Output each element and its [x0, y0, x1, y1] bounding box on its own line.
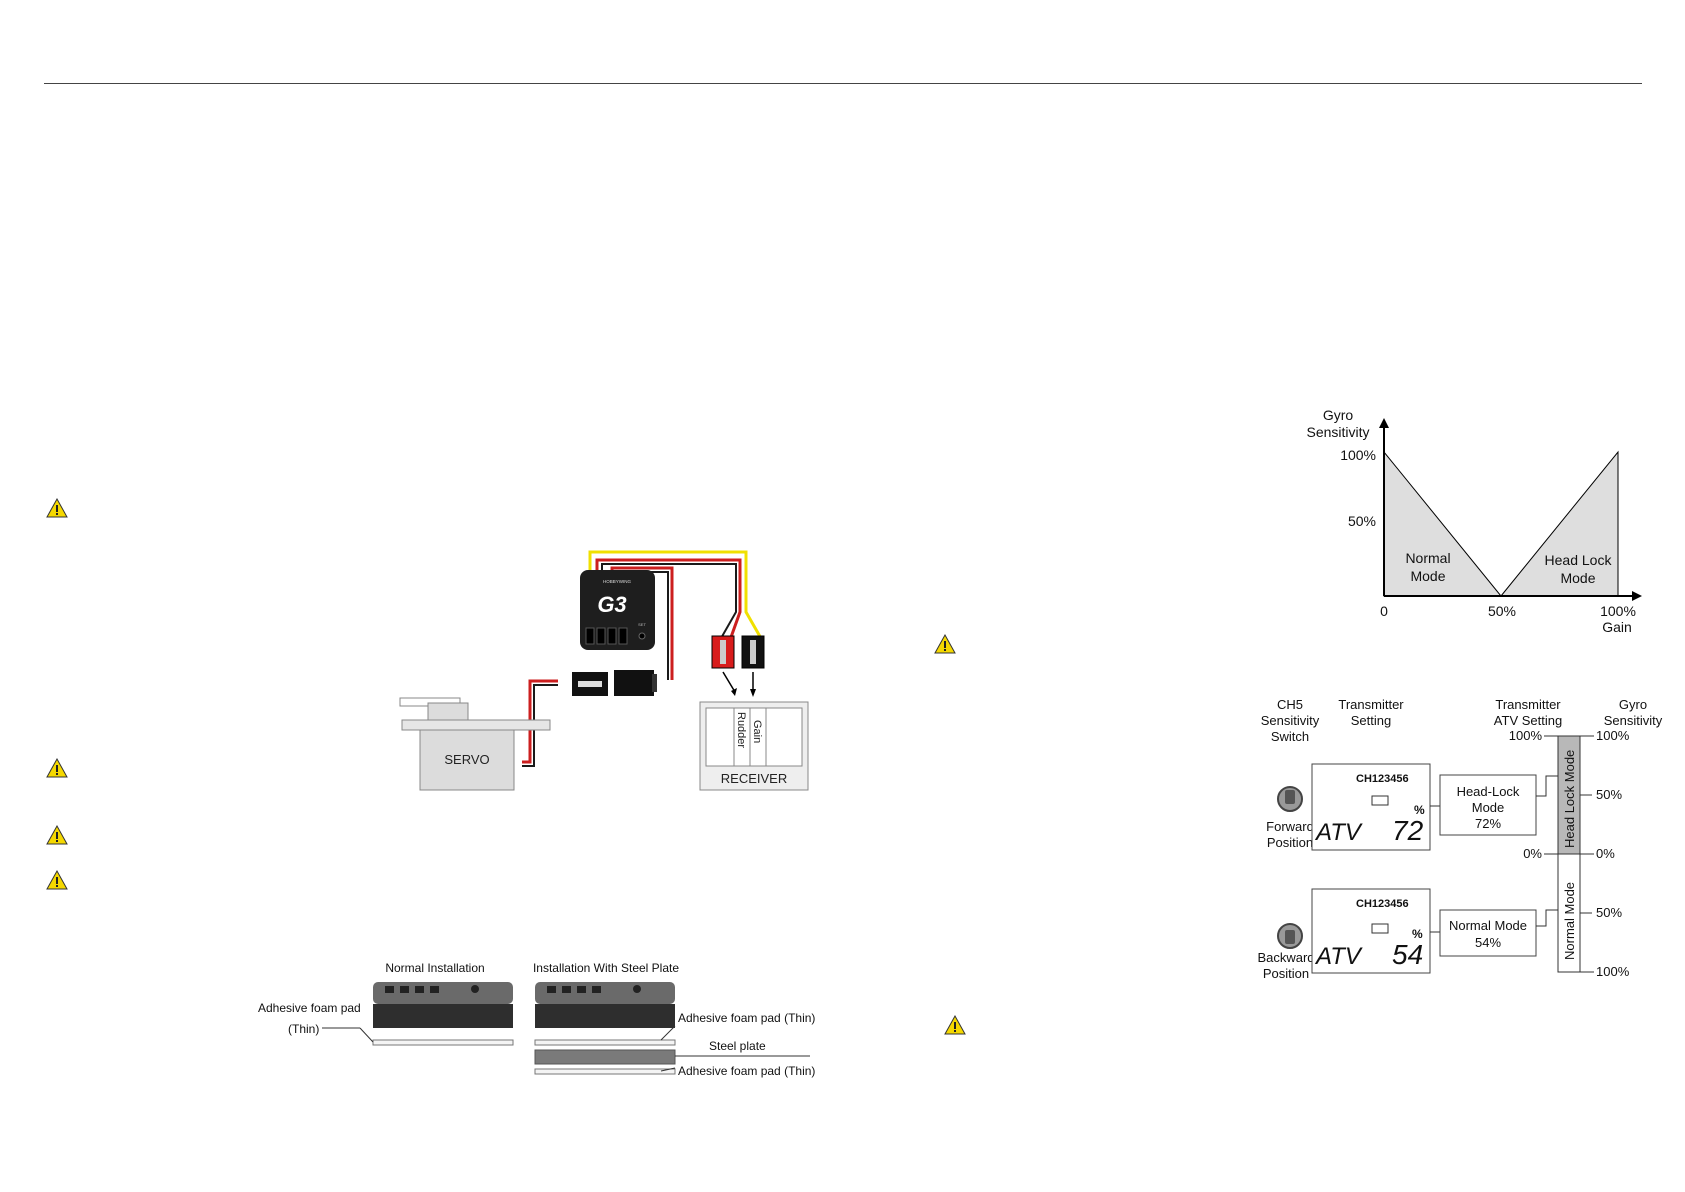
- header-gyro: Gyro: [1619, 697, 1647, 712]
- steel-installation-title: Installation With Steel Plate: [533, 961, 679, 975]
- normal-box-line2: 54%: [1475, 935, 1501, 950]
- warning-icon: [46, 758, 68, 778]
- arrow-icon: [722, 671, 736, 693]
- lcd-display-forward: CH123456 ATV % 72: [1311, 763, 1431, 851]
- pad-right-bottom-label: Adhesive foam pad (Thin): [678, 1064, 815, 1078]
- lcd-display-backward: CH123456 ATV % 54: [1311, 888, 1431, 974]
- gyro-normal-install: [373, 982, 513, 1028]
- warning-icon: [46, 870, 68, 890]
- foam-pad-bottom: [534, 1068, 676, 1075]
- y-axis-label-2: Sensitivity: [1306, 424, 1369, 440]
- installation-diagram: Normal Installation Installation With St…: [258, 961, 815, 1078]
- headlock-box-line2: Mode: [1472, 800, 1505, 815]
- atv-switch-diagram: CH5 Sensitivity Switch Transmitter Setti…: [1257, 697, 1663, 981]
- normal-mode-label-1: Normal: [1405, 550, 1450, 566]
- steel-plate: [534, 1049, 676, 1065]
- headlock-mode-label-2: Mode: [1560, 570, 1595, 586]
- forward-label-2: Position: [1267, 835, 1313, 850]
- scale-left-0: 0%: [1523, 846, 1542, 861]
- header-divider: [44, 83, 1642, 84]
- warning-icon: [46, 498, 68, 518]
- servo-plug-stripe: [578, 681, 602, 687]
- receiver-label: RECEIVER: [721, 771, 787, 786]
- lcd-channels: CH123456: [1356, 898, 1409, 910]
- header-switch: Switch: [1271, 729, 1309, 744]
- scale-right-50-bottom: 50%: [1596, 905, 1622, 920]
- set-label: SET: [638, 622, 646, 627]
- x-tick-50: 50%: [1488, 603, 1516, 619]
- lcd-value-bottom: 54: [1392, 939, 1423, 970]
- yellow-signal-wire: [588, 550, 764, 641]
- header-transmitter: Transmitter: [1338, 697, 1404, 712]
- scale-left-100: 100%: [1509, 728, 1543, 743]
- model-label: G3: [597, 592, 626, 617]
- foam-pad: [372, 1039, 514, 1046]
- normal-mode-box: [1439, 909, 1537, 957]
- x-tick-0: 0: [1380, 603, 1388, 619]
- x-tick-100: 100%: [1600, 603, 1636, 619]
- scale-right-50-top: 50%: [1596, 787, 1622, 802]
- header-setting: Setting: [1351, 713, 1391, 728]
- toggle-switch-backward-icon: [1277, 923, 1303, 949]
- headlock-mode-box: [1439, 774, 1537, 836]
- warning-icon: [46, 825, 68, 845]
- lcd-percent: %: [1412, 927, 1423, 941]
- headlock-mode-label-1: Head Lock: [1545, 552, 1613, 568]
- receiver: Rudder Gain RECEIVER: [699, 701, 809, 791]
- header-sensitivity: Sensitivity: [1261, 713, 1320, 728]
- servo-label: SERVO: [444, 752, 489, 767]
- y-tick-50: 50%: [1348, 513, 1376, 529]
- x-axis-label: Gain: [1602, 619, 1632, 634]
- foam-pad-top: [534, 1039, 676, 1046]
- header-gyro-sensitivity: Sensitivity: [1604, 713, 1663, 728]
- header-transmitter-atv: Transmitter: [1495, 697, 1561, 712]
- headlock-box-line1: Head-Lock: [1457, 784, 1520, 799]
- headlock-box-line3: 72%: [1475, 816, 1501, 831]
- scale-right-100-bottom: 100%: [1596, 964, 1630, 979]
- servo: SERVO: [399, 697, 551, 791]
- normal-installation-title: Normal Installation: [385, 961, 484, 975]
- header-atv-setting: ATV Setting: [1494, 713, 1562, 728]
- backward-label-1: Backward: [1257, 950, 1314, 965]
- toggle-switch-forward-icon: [1277, 786, 1303, 812]
- normal-box-line1: Normal Mode: [1449, 918, 1527, 933]
- warning-icon: [934, 634, 956, 654]
- lcd-atv: ATV: [1314, 943, 1363, 970]
- gyro-plug: [614, 670, 654, 696]
- bar-normal-label: Normal Mode: [1562, 882, 1577, 960]
- rudder-label: Rudder: [735, 712, 747, 748]
- gyro-unit: HOBBYWING G3 SET: [580, 570, 655, 650]
- pad-left-label-2: (Thin): [288, 1022, 319, 1036]
- normal-mode-label-2: Mode: [1410, 568, 1445, 584]
- gain-label: Gain: [751, 720, 763, 743]
- bar-headlock-label: Head Lock Mode: [1562, 750, 1577, 848]
- y-axis-label-1: Gyro: [1323, 407, 1354, 423]
- x-axis-arrow-icon: [1632, 591, 1642, 601]
- scale-right-100-top: 100%: [1596, 728, 1630, 743]
- lcd-atv: ATV: [1314, 819, 1363, 846]
- backward-label-2: Position: [1263, 966, 1309, 981]
- pad-right-top-label: Adhesive foam pad (Thin): [678, 1011, 815, 1025]
- brand-label: HOBBYWING: [603, 579, 632, 584]
- lcd-value-top: 72: [1392, 815, 1424, 846]
- warning-icon: [944, 1015, 966, 1035]
- lcd-percent: %: [1414, 803, 1425, 817]
- y-tick-100: 100%: [1340, 447, 1376, 463]
- pad-left-label: Adhesive foam pad: [258, 1001, 361, 1015]
- y-axis-arrow-icon: [1379, 418, 1389, 428]
- forward-label-1: Forward: [1266, 819, 1314, 834]
- lcd-channels: CH123456: [1356, 773, 1409, 785]
- gain-sensitivity-chart: Gyro Sensitivity 100% 50% 0 50% 100% Gai…: [1306, 407, 1642, 634]
- steel-plate-label: Steel plate: [709, 1039, 766, 1053]
- header-ch5: CH5: [1277, 697, 1303, 712]
- scale-right-0: 0%: [1596, 846, 1615, 861]
- wiring-diagram: HOBBYWING G3 SET Rudder Gain RECEIVER SE…: [399, 550, 809, 791]
- gyro-steel-install: [535, 982, 675, 1028]
